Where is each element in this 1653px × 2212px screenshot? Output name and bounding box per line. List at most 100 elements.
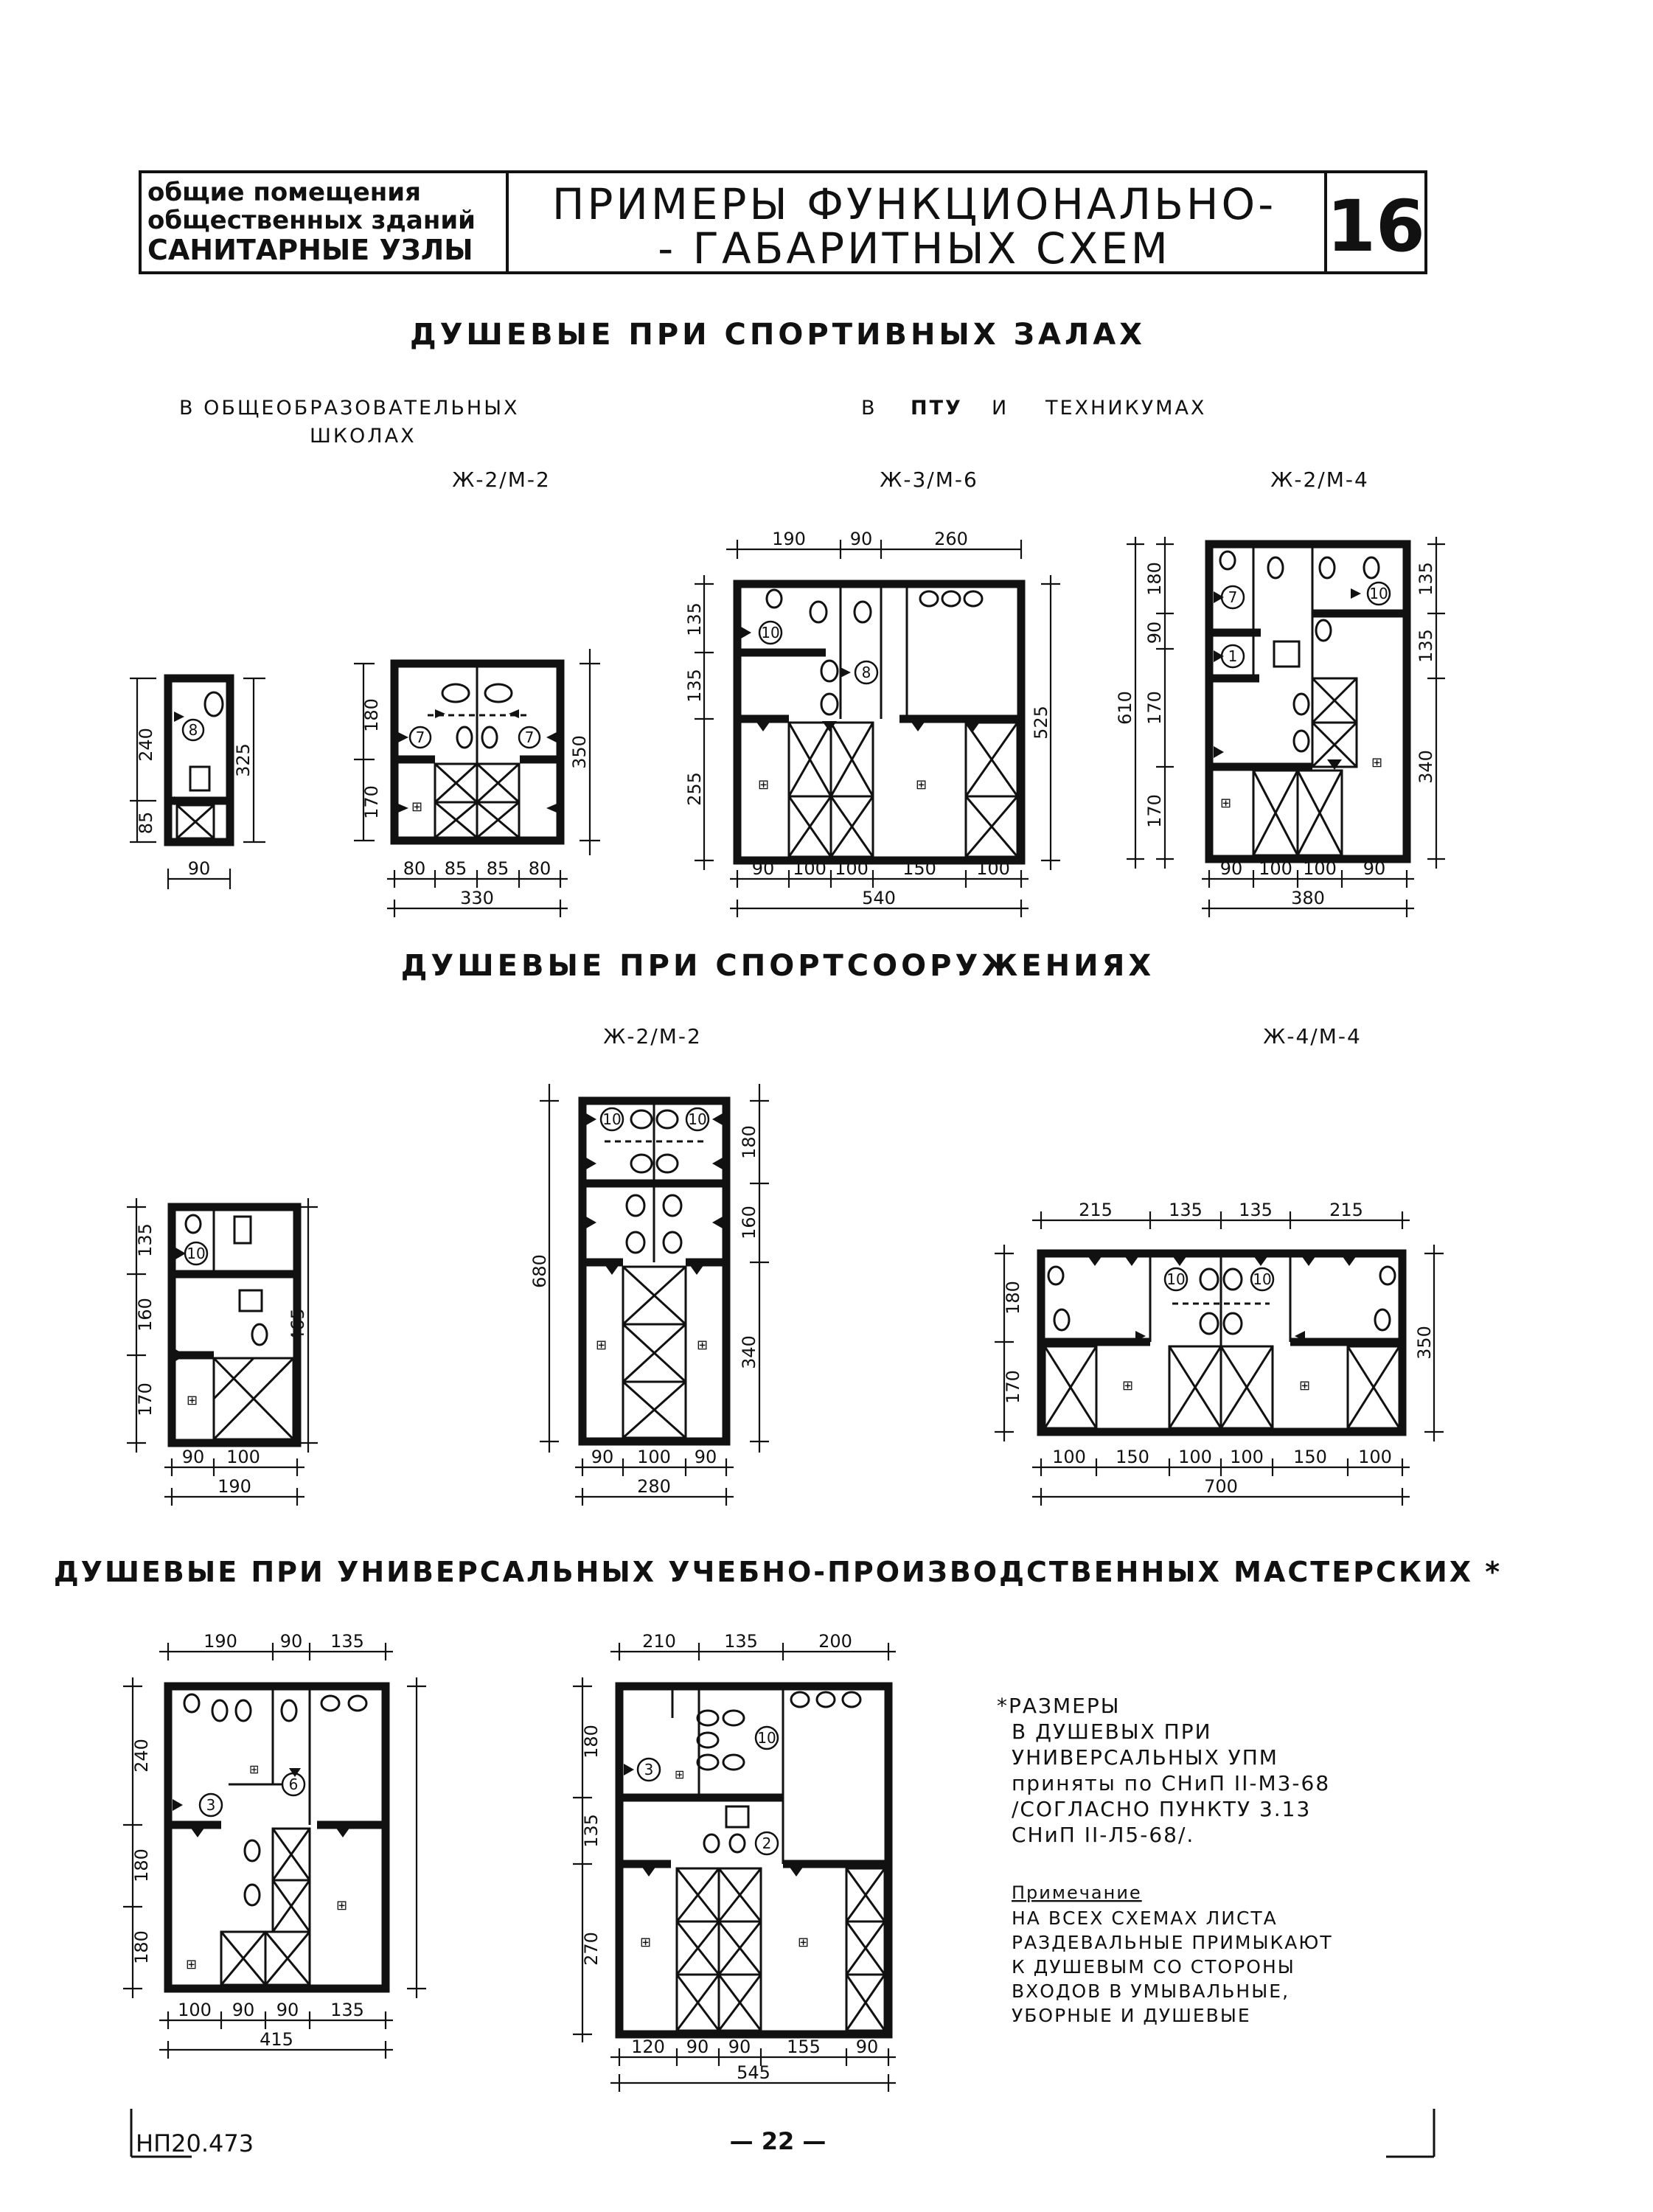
svg-text:⊞: ⊞ bbox=[675, 1767, 684, 1781]
svg-text:⊞: ⊞ bbox=[187, 1393, 198, 1408]
svg-text:⊞: ⊞ bbox=[758, 777, 769, 793]
dim-s1b-180: 180 bbox=[361, 698, 382, 732]
dim-s2a-170: 170 bbox=[135, 1382, 156, 1416]
section-title-sports-facilities: ДУШЕВЫЕ ПРИ СПОРТСООРУЖЕНИЯХ bbox=[401, 949, 1155, 983]
scheme-label-s2b: Ж-2/М-2 bbox=[603, 1024, 702, 1048]
scheme-s2a: 10 ⊞ 135 160 170 465 90 100 190 bbox=[127, 1198, 318, 1506]
scheme-label-s1d: Ж-2/М-4 bbox=[1270, 467, 1369, 492]
marker-s1d-2: 1 bbox=[1228, 647, 1238, 665]
footnote-line-1: *РАЗМЕРЫ bbox=[997, 1694, 1120, 1718]
dim-s2a-90: 90 bbox=[182, 1447, 205, 1467]
dim-s2b-160: 160 bbox=[739, 1206, 759, 1239]
header-category-line3: САНИТАРНЫЕ УЗЛЫ bbox=[147, 234, 473, 266]
dim-s2b-280: 280 bbox=[637, 1476, 671, 1497]
dim-s3b-90b: 90 bbox=[728, 2037, 751, 2057]
dim-s3b-210: 210 bbox=[642, 1631, 676, 1652]
dim-s1b-80a: 80 bbox=[403, 858, 426, 879]
dim-s3a-190: 190 bbox=[203, 1631, 237, 1652]
dim-s2c-150b: 150 bbox=[1293, 1447, 1327, 1467]
dim-s3b-270: 270 bbox=[581, 1932, 602, 1966]
dim-s3a-135b: 135 bbox=[330, 2000, 364, 2020]
dim-s2c-150a: 150 bbox=[1116, 1447, 1149, 1467]
scheme-label-s1b: Ж-2/М-2 bbox=[452, 467, 551, 492]
marker-s1d-1: 7 bbox=[1228, 588, 1238, 606]
dim-s1d-135a: 135 bbox=[1416, 562, 1436, 596]
title-block: общие помещения общественных зданий САНИ… bbox=[139, 170, 1427, 274]
page-number: — 22 — bbox=[730, 2127, 826, 2155]
svg-text:⊞: ⊞ bbox=[1220, 796, 1231, 811]
dim-s3a-415: 415 bbox=[260, 2029, 293, 2050]
dim-s2c-135b: 135 bbox=[1239, 1200, 1273, 1220]
svg-text:⊞: ⊞ bbox=[1371, 755, 1382, 771]
dim-s1d-610: 610 bbox=[1115, 691, 1135, 725]
dim-s3b-90c: 90 bbox=[856, 2037, 879, 2057]
svg-text:⊞: ⊞ bbox=[640, 1935, 651, 1950]
footer: НП20.473 — 22 — bbox=[130, 2109, 1436, 2158]
svg-text:⊞: ⊞ bbox=[1122, 1378, 1133, 1394]
dim-s1c-190: 190 bbox=[772, 529, 806, 549]
dim-s2c-350: 350 bbox=[1414, 1326, 1435, 1360]
dim-s2a-160: 160 bbox=[135, 1298, 156, 1332]
dim-s1a-90: 90 bbox=[188, 858, 211, 879]
svg-text:⊞: ⊞ bbox=[697, 1338, 708, 1353]
marker-s1b-1: 7 bbox=[416, 728, 425, 746]
dim-s1a-325: 325 bbox=[233, 743, 254, 777]
dim-s1c-135a: 135 bbox=[684, 602, 705, 636]
dim-s1c-100b: 100 bbox=[835, 858, 869, 879]
dim-s1c-525: 525 bbox=[1031, 706, 1051, 740]
dim-s3a-90a: 90 bbox=[232, 2000, 255, 2020]
dim-s1c-100a: 100 bbox=[793, 858, 826, 879]
dim-s2b-90a: 90 bbox=[591, 1447, 614, 1467]
dim-s1b-85b: 85 bbox=[487, 858, 509, 879]
dim-s2a-190: 190 bbox=[218, 1476, 251, 1497]
dim-s1d-135b: 135 bbox=[1416, 629, 1436, 663]
remark-line-4: ВХОДОВ В УМЫВАЛЬНЫЕ, bbox=[1012, 1980, 1290, 2002]
marker-s1c-2: 8 bbox=[862, 664, 871, 681]
dim-s3a-90b: 90 bbox=[276, 2000, 299, 2020]
dim-s1c-90b: 90 bbox=[752, 858, 775, 879]
dim-s2c-100b: 100 bbox=[1178, 1447, 1212, 1467]
dim-s3a-90: 90 bbox=[280, 1631, 303, 1652]
marker-s3a-2: 6 bbox=[289, 1775, 299, 1793]
dim-s2c-180: 180 bbox=[1003, 1281, 1023, 1315]
dim-s2a-465: 465 bbox=[288, 1308, 308, 1342]
dim-s2a-100: 100 bbox=[226, 1447, 260, 1467]
sheet-title-line1: ПРИМЕРЫ ФУНКЦИОНАЛЬНО- bbox=[552, 179, 1276, 229]
dim-s1c-100c: 100 bbox=[976, 858, 1010, 879]
dim-s1b-330: 330 bbox=[460, 888, 494, 908]
subhead-schools-2: ШКОЛАХ bbox=[310, 425, 417, 448]
scheme-s1a: 8 240 85 325 90 bbox=[130, 674, 265, 889]
section-title-sports-halls: ДУШЕВЫЕ ПРИ СПОРТИВНЫХ ЗАЛАХ bbox=[410, 318, 1146, 352]
remark: Примечание НА ВСЕХ СХЕМАХ ЛИСТА РАЗДЕВАЛ… bbox=[1012, 1882, 1332, 2026]
dim-s2a-135: 135 bbox=[135, 1223, 156, 1257]
dim-s1d-180: 180 bbox=[1144, 562, 1165, 596]
scheme-s1b: 7 7 ⊞ 180 170 350 80 85 85 80 330 bbox=[354, 649, 600, 917]
dim-s3b-545: 545 bbox=[737, 2062, 770, 2083]
dim-s2c-135a: 135 bbox=[1169, 1200, 1203, 1220]
dim-s2c-100d: 100 bbox=[1358, 1447, 1392, 1467]
remark-line-5: УБОРНЫЕ И ДУШЕВЫЕ bbox=[1012, 2005, 1251, 2026]
dim-s3b-135b: 135 bbox=[581, 1814, 602, 1848]
dim-s3a-180b: 180 bbox=[131, 1930, 152, 1964]
marker-s3b-3: 2 bbox=[762, 1834, 772, 1852]
dim-s2b-90b: 90 bbox=[695, 1447, 717, 1467]
footnote-line-2: В ДУШЕВЫХ ПРИ bbox=[1012, 1719, 1212, 1744]
header-category-line1: общие помещения bbox=[147, 178, 421, 207]
svg-text:⊞: ⊞ bbox=[336, 1898, 347, 1913]
remark-line-1: НА ВСЕХ СХЕМАХ ЛИСТА bbox=[1012, 1907, 1278, 1929]
scheme-s1c: 10 8 ⊞ ⊞ 190 90 260 135 135 255 525 90 1… bbox=[684, 529, 1060, 917]
dim-s3b-135: 135 bbox=[724, 1631, 758, 1652]
dim-s1d-340: 340 bbox=[1416, 750, 1436, 784]
dim-s3b-200: 200 bbox=[818, 1631, 852, 1652]
dim-s3b-180: 180 bbox=[581, 1725, 602, 1759]
footnote-line-4: приняты по СНиП II-М3-68 bbox=[1012, 1771, 1330, 1795]
dim-s1b-80b: 80 bbox=[529, 858, 551, 879]
dim-s1b-350: 350 bbox=[569, 735, 590, 769]
svg-text:⊞: ⊞ bbox=[596, 1338, 607, 1353]
doc-code: НП20.473 bbox=[136, 2129, 254, 2157]
dim-s1b-170: 170 bbox=[361, 785, 382, 819]
sheet-number: 16 bbox=[1326, 185, 1425, 268]
marker-s1c-1: 10 bbox=[761, 624, 779, 641]
remark-line-3: К ДУШЕВЫМ СО СТОРОНЫ bbox=[1012, 1956, 1295, 1978]
sheet-title-line2: - ГАБАРИТНЫХ СХЕМ bbox=[658, 223, 1171, 274]
